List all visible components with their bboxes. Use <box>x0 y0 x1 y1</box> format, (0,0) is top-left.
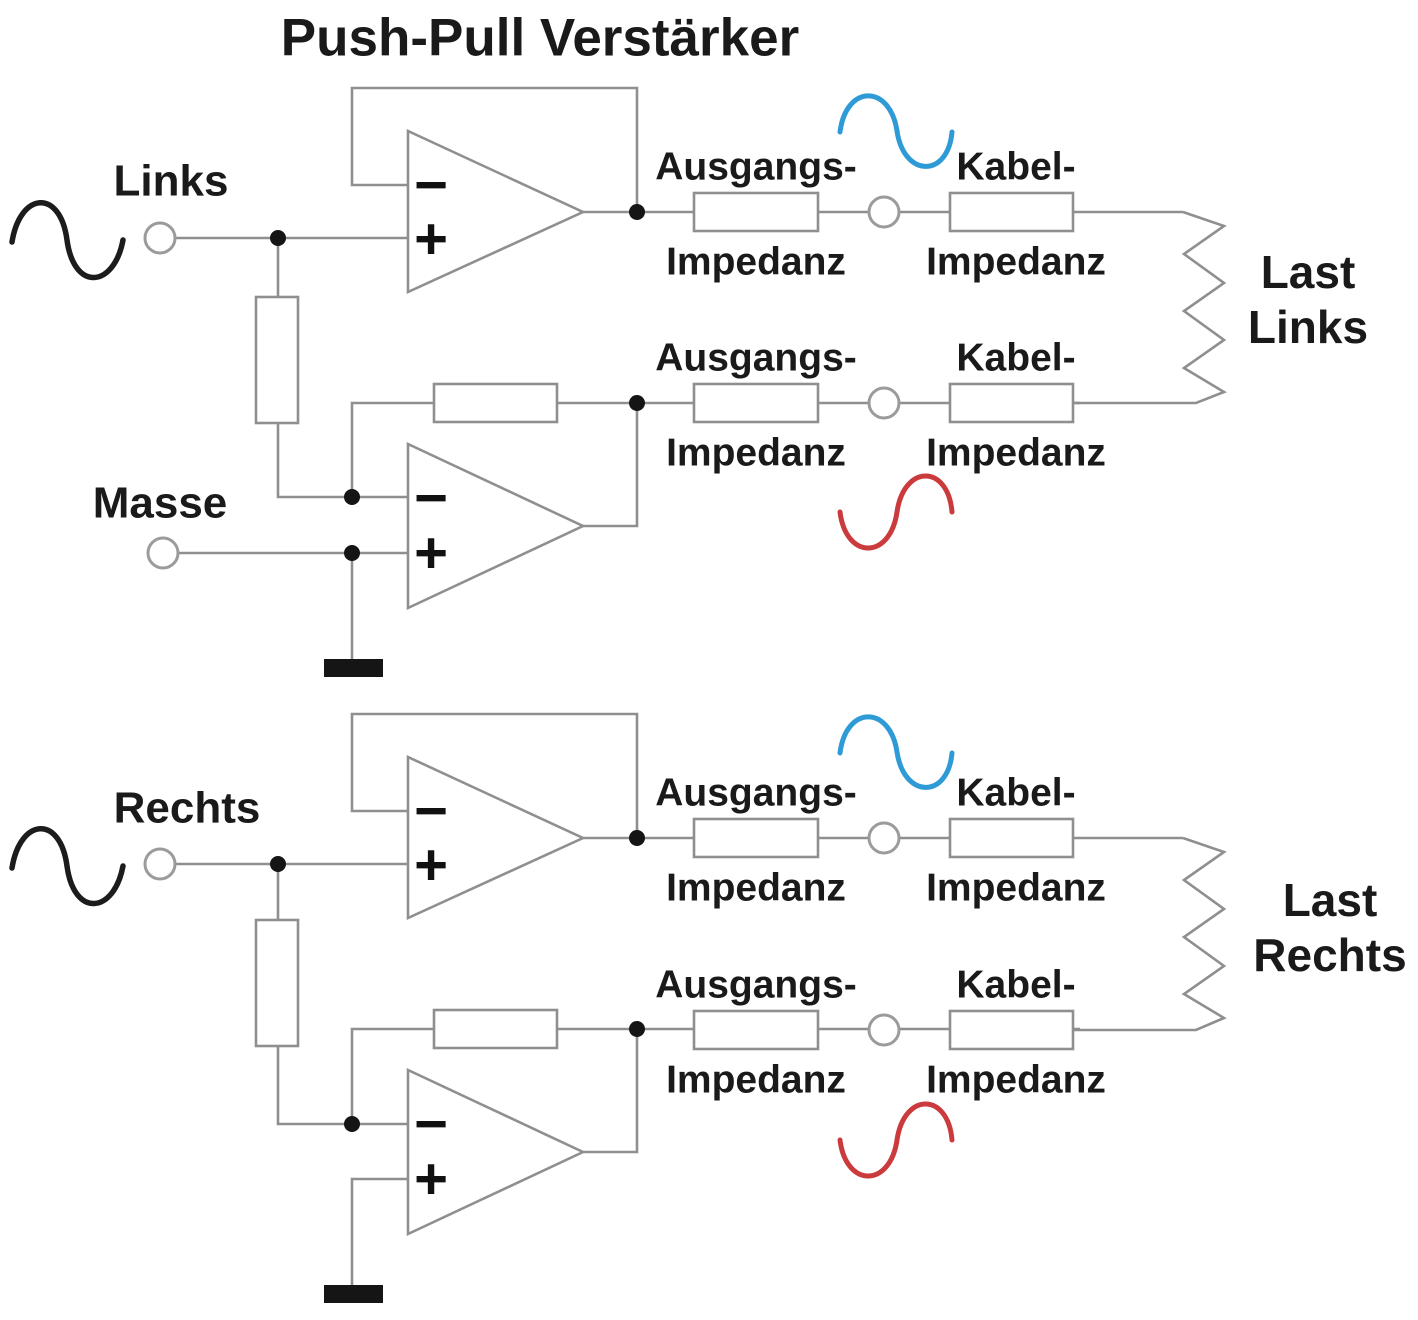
cable-impedance-resistor-r1 <box>948 817 1075 859</box>
cable-impedance-label-r2-top: Kabel- <box>956 964 1075 1007</box>
cable-impedance-label-l1-bottom: Impedanz <box>926 241 1106 284</box>
connector-circle-r1 <box>867 821 901 855</box>
opamp2-feedback-wire <box>350 401 1080 497</box>
opamp1-feedback-wire <box>350 86 639 212</box>
opamp3-triangle <box>406 754 587 921</box>
opamp2-output-wire <box>583 403 639 528</box>
output-impedance-label-l2-bottom: Impedanz <box>666 432 846 475</box>
opamp1-plus-sign: + <box>414 207 448 272</box>
channel-rechts: − + − + Rechts Ausgangs- Impedanz Kabel-… <box>9 712 1407 1303</box>
output-impedance-resistor-l1 <box>692 191 820 233</box>
links-shunt-resistor <box>254 295 300 425</box>
opamp4-plus-sign: + <box>414 1147 448 1212</box>
last-rechts-label-line2: Rechts <box>1253 929 1406 981</box>
rechts-shunt-resistor <box>254 918 300 1048</box>
opamp2-triangle <box>406 441 587 611</box>
last-rechts-label-line1: Last <box>1283 874 1378 926</box>
output-impedance-label-r2-bottom: Impedanz <box>666 1059 846 1102</box>
diagram-title: Push-Pull Verstärker <box>281 9 799 68</box>
cable-impedance-label-l1-top: Kabel- <box>956 146 1075 189</box>
output-impedance-label-r2-top: Ausgangs- <box>655 964 857 1007</box>
opamp3-plus-sign: + <box>414 833 448 898</box>
output-impedance-label-r1-bottom: Impedanz <box>666 867 846 910</box>
opamp3-minus-sign: − <box>414 779 448 844</box>
masse-terminal <box>146 536 180 570</box>
load-rechts-zigzag <box>1073 836 1227 1032</box>
junction-dot-opamp4-minus <box>344 1116 360 1132</box>
junction-dot-opamp4-out <box>629 1021 645 1037</box>
ground-symbol-rechts <box>324 1285 383 1303</box>
cable-impedance-resistor-l1 <box>948 191 1075 233</box>
links-input-sine <box>9 200 126 281</box>
opamp2-feedback-resistor <box>432 382 559 424</box>
junction-dot-rechts-input <box>270 856 286 872</box>
opamp1-triangle <box>406 128 587 295</box>
opamp3-feedback-wire <box>350 712 639 838</box>
opamp4-minus-sign: − <box>414 1092 448 1157</box>
links-label: Links <box>114 157 229 206</box>
links-input-terminal <box>143 221 177 255</box>
channel-links: − + − + Links Masse Ausgangs- Impedanz K… <box>9 86 1368 677</box>
rechts-input-sine <box>9 826 126 907</box>
cable-impedance-resistor-r2 <box>948 1009 1075 1051</box>
opamp4-triangle <box>406 1067 587 1237</box>
output-impedance-resistor-r1 <box>692 817 820 859</box>
cable-impedance-label-r1-top: Kabel- <box>956 772 1075 815</box>
positive-phase-sine-l <box>837 93 955 169</box>
junction-dot-opamp2-minus <box>344 489 360 505</box>
junction-dot-opamp2-out <box>629 395 645 411</box>
negative-phase-sine-l <box>837 473 955 551</box>
rechts-label: Rechts <box>114 784 261 833</box>
opamp4-feedback-wire <box>350 1027 1080 1124</box>
output-impedance-resistor-l2 <box>692 382 820 424</box>
junction-dot-masse <box>344 545 360 561</box>
output-impedance-label-l1-bottom: Impedanz <box>666 241 846 284</box>
cable-impedance-label-l2-top: Kabel- <box>956 337 1075 380</box>
junction-dot-opamp3-out <box>629 830 645 846</box>
opamp4-plus-ground-wire <box>350 1177 408 1285</box>
negative-phase-sine-r <box>837 1101 955 1179</box>
positive-phase-sine-r <box>837 714 955 790</box>
connector-circle-l2 <box>867 386 901 420</box>
cable-impedance-resistor-l2 <box>948 382 1075 424</box>
opamp2-plus-sign: + <box>414 521 448 586</box>
output-impedance-resistor-r2 <box>692 1009 820 1051</box>
load-links-zigzag <box>1073 210 1227 405</box>
connector-circle-l1 <box>867 195 901 229</box>
connector-circle-r2 <box>867 1013 901 1047</box>
junction-dot-opamp1-out <box>629 204 645 220</box>
last-links-label-line1: Last <box>1261 246 1356 298</box>
cable-impedance-label-r2-bottom: Impedanz <box>926 1059 1106 1102</box>
output-impedance-label-r1-top: Ausgangs- <box>655 772 857 815</box>
output-impedance-label-l1-top: Ausgangs- <box>655 146 857 189</box>
cable-impedance-label-l2-bottom: Impedanz <box>926 432 1106 475</box>
opamp2-minus-sign: − <box>414 466 448 531</box>
rechts-input-terminal <box>143 847 177 881</box>
opamp1-minus-sign: − <box>414 153 448 218</box>
masse-label: Masse <box>93 479 228 528</box>
junction-dot-links-input <box>270 230 286 246</box>
cable-impedance-label-r1-bottom: Impedanz <box>926 867 1106 910</box>
ground-symbol-links <box>324 659 383 677</box>
opamp4-output-wire <box>583 1029 639 1154</box>
last-links-label-line2: Links <box>1248 301 1368 353</box>
opamp4-feedback-resistor <box>432 1008 559 1050</box>
output-impedance-label-l2-top: Ausgangs- <box>655 337 857 380</box>
